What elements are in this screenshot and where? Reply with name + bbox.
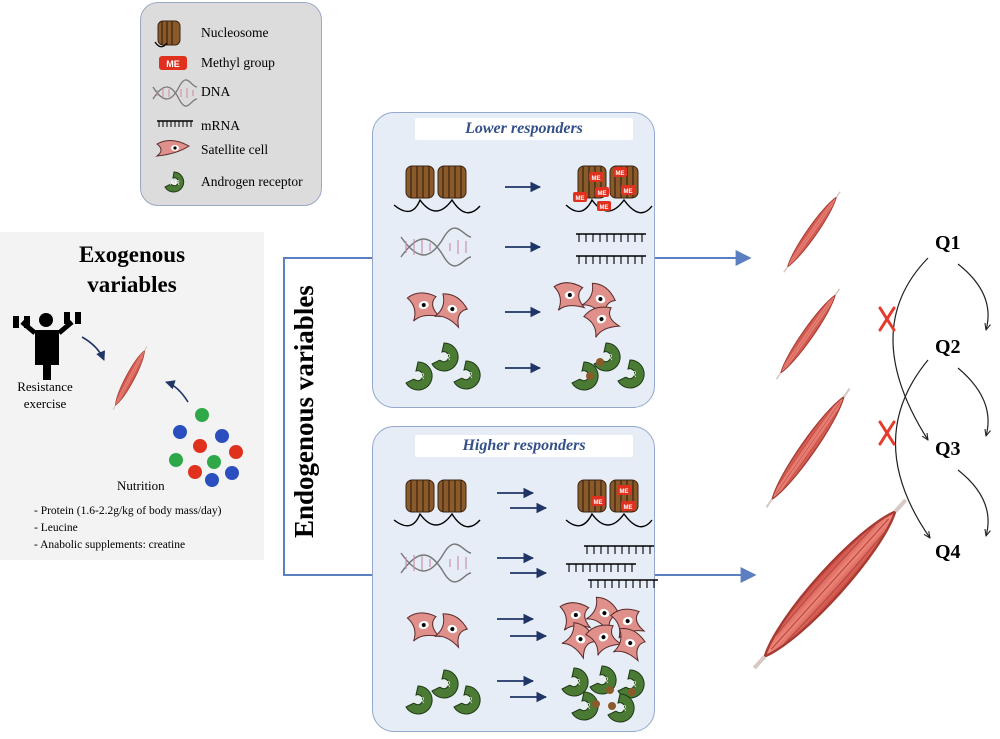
- quartile-q2: Q2: [935, 336, 961, 358]
- nutrition-item-leucine: - Leucine: [34, 522, 78, 534]
- legend-label-satellite: Satellite cell: [201, 142, 269, 157]
- legend-label-mrna: mRNA: [201, 118, 241, 133]
- exogenous-title-line2: variables: [87, 272, 177, 297]
- resistance-exercise-line2: exercise: [23, 396, 67, 411]
- nucleosome-icon: [154, 20, 181, 48]
- muscle-q4: [742, 488, 918, 680]
- quartile-q4: Q4: [935, 541, 961, 563]
- muscle-q1: [778, 188, 846, 276]
- cross-mark-1: [878, 306, 896, 332]
- legend: ME AR Nucleosome Methyl group DNA mRNA S…: [140, 2, 322, 206]
- legend-label-dna: DNA: [201, 84, 231, 99]
- resistance-exercise-line1: Resistance: [17, 379, 73, 394]
- exogenous-title: Exogenous variables: [0, 240, 264, 300]
- legend-label-androgen: Androgen receptor: [201, 174, 303, 189]
- legend-icons: ME AR: [152, 20, 198, 193]
- endogenous-title: Endogenous variables: [289, 285, 319, 538]
- muscle-q2: [771, 284, 845, 384]
- methyl-badge: ME: [166, 59, 180, 69]
- cross-mark-2: [878, 420, 896, 446]
- methyl-group-icon: ME: [159, 56, 187, 70]
- nutrition-item-creatine: - Anabolic supplements: creatine: [34, 539, 186, 551]
- androgen-receptor-icon: AR: [164, 171, 185, 193]
- legend-label-nucleosome: Nucleosome: [201, 25, 269, 40]
- mrna-icon: [157, 120, 193, 127]
- nutrition-list: - Protein (1.6-2.2g/kg of body mass/day)…: [34, 503, 222, 554]
- lower-responders-title: Lower responders: [415, 118, 633, 140]
- nutrition-label: Nutrition: [117, 478, 165, 493]
- muscle-q3: [759, 383, 857, 513]
- quartile-q1: Q1: [935, 232, 961, 254]
- satellite-cell-icon: [155, 140, 190, 157]
- quartile-q3: Q3: [935, 438, 961, 460]
- lower-responders-panel: Lower responders: [372, 112, 655, 408]
- arrow-q1-q3: [892, 257, 928, 440]
- higher-responders-panel: Higher responders: [372, 426, 655, 732]
- legend-label-methyl: Methyl group: [201, 55, 275, 70]
- higher-responders-title: Higher responders: [415, 435, 633, 457]
- arrow-q2-q3: [957, 367, 988, 436]
- arrow-q1-q2: [957, 263, 988, 330]
- arrow-q2-q4: [894, 359, 930, 538]
- ar-badge: AR: [170, 180, 180, 187]
- nutrition-item-protein: - Protein (1.6-2.2g/kg of body mass/day): [34, 505, 222, 517]
- dna-icon: [152, 79, 198, 107]
- arrow-q3-q4: [957, 469, 988, 536]
- resistance-exercise-label: Resistance exercise: [12, 378, 78, 412]
- exogenous-title-line1: Exogenous: [78, 242, 186, 267]
